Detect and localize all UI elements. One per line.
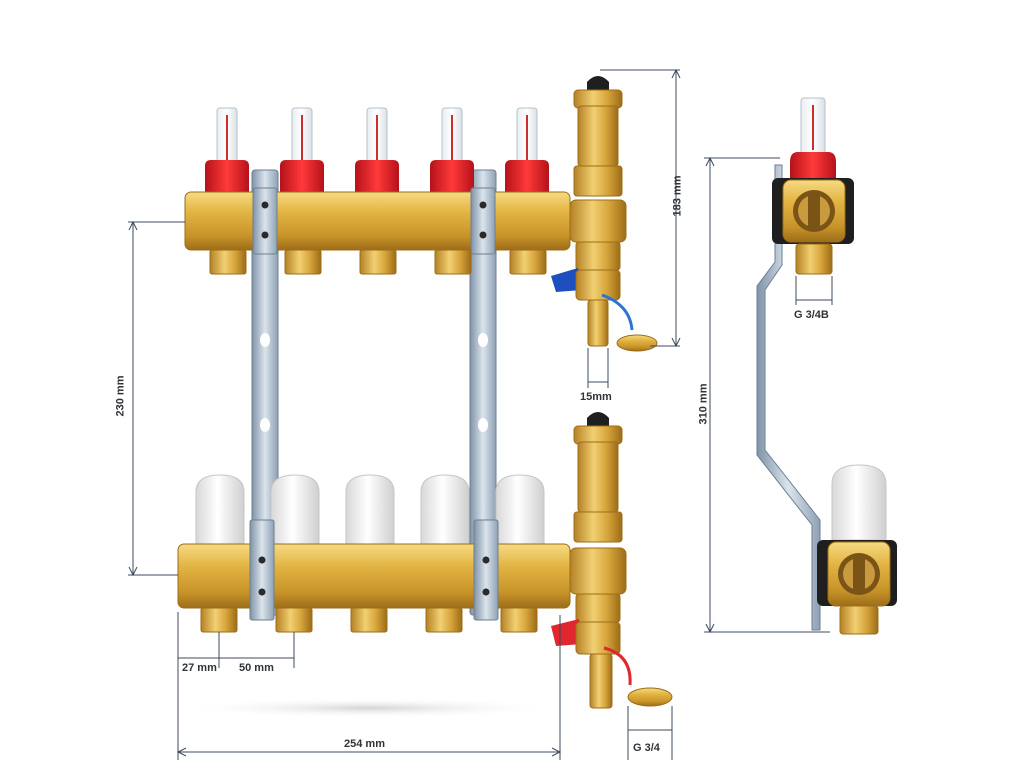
label-27mm: 27 mm (182, 662, 217, 674)
upper-brass-bar (184, 191, 571, 251)
upper-manifold (184, 107, 571, 275)
lower-brass-bar (177, 543, 571, 609)
label-50mm: 50 mm (239, 662, 274, 674)
upper-vent-assembly (551, 76, 658, 352)
lower-vent-assembly (551, 412, 673, 709)
label-310mm: 310 mm (697, 383, 710, 425)
lower-manifold (177, 474, 571, 633)
lower-outlets (200, 607, 538, 633)
flow-meters (216, 107, 538, 167)
label-g34b: G 3/4B (794, 309, 829, 321)
label-254mm: 254 mm (344, 738, 385, 750)
label-15mm: 15mm (580, 391, 612, 403)
side-view (756, 97, 897, 635)
white-caps (195, 474, 545, 549)
upper-outlets (209, 249, 547, 275)
dimension-lines (128, 68, 833, 760)
floor-shadow (180, 698, 560, 718)
label-230mm: 230 mm (114, 375, 127, 417)
right-bracket (469, 169, 497, 616)
label-183mm: 183 mm (671, 175, 684, 217)
red-caps (205, 160, 549, 192)
label-g34: G 3/4 (633, 742, 660, 754)
